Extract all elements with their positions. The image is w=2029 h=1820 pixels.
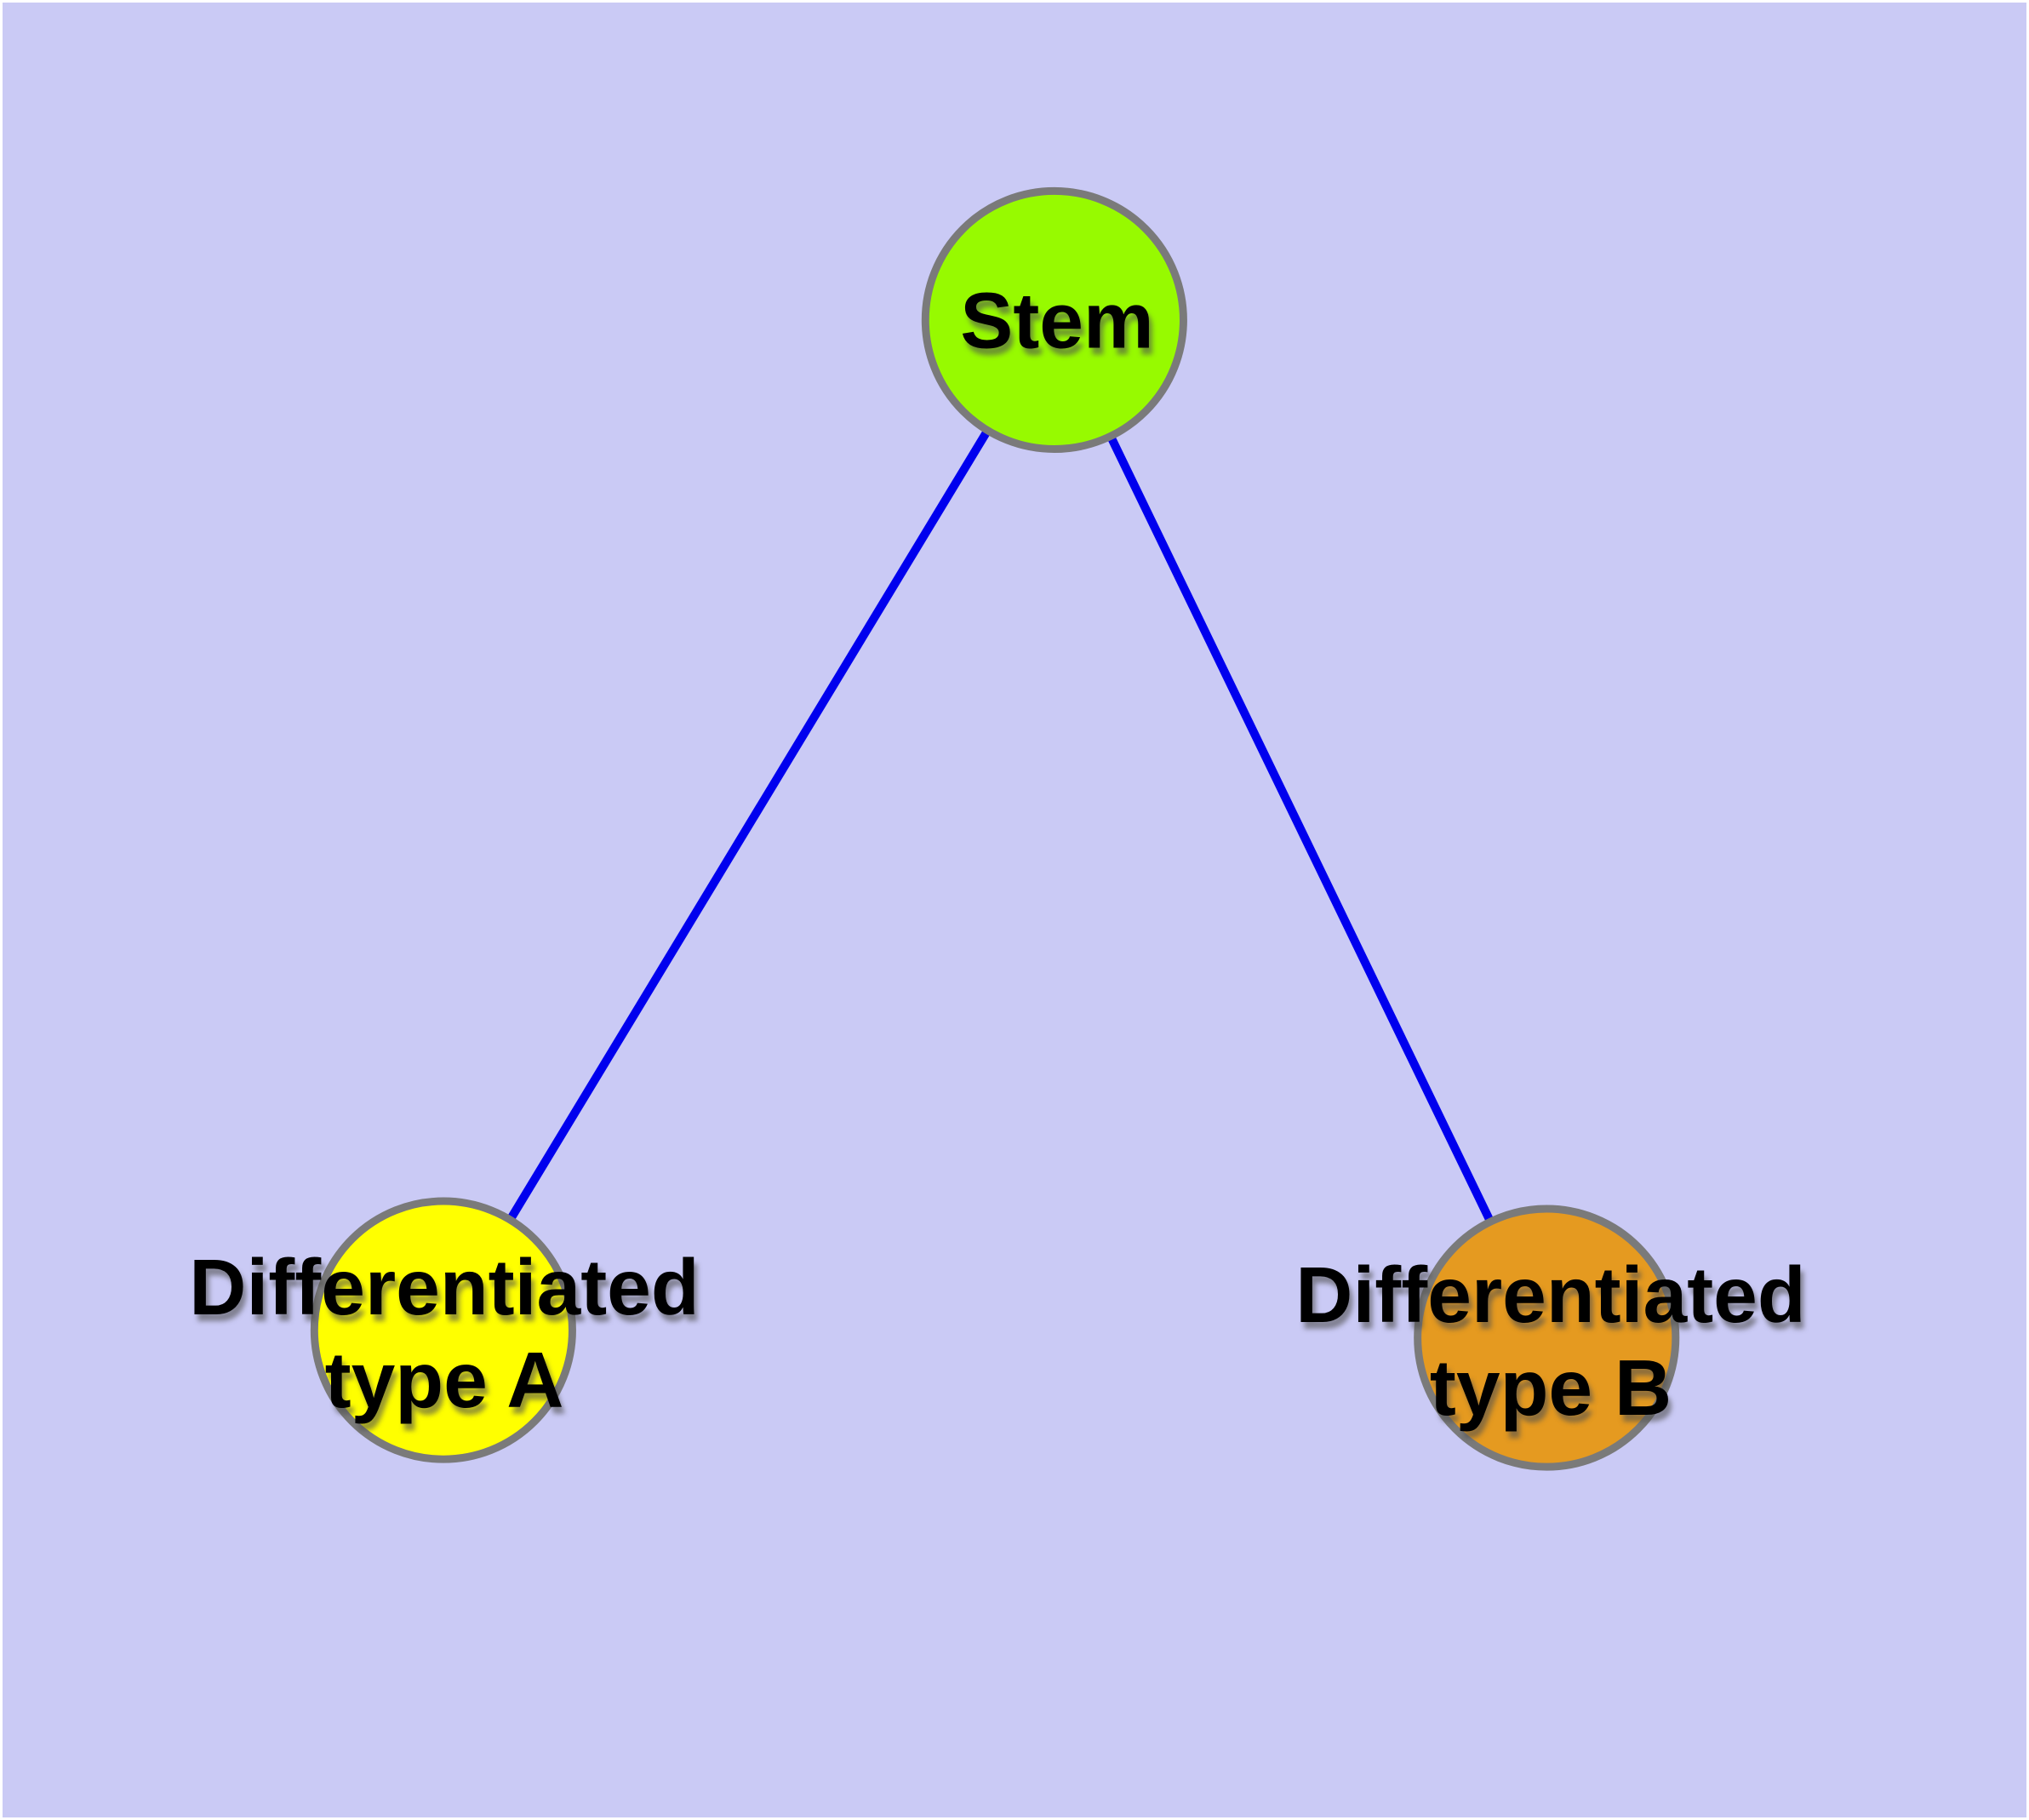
- edge-stem-to-type-b: [1050, 318, 1551, 1340]
- graph-svg-layer: [310, 186, 1680, 1471]
- node-circle-differentiated-type-a: [310, 1197, 576, 1463]
- edge-stem-to-type-a: [439, 318, 1059, 1333]
- node-circle-differentiated-type-b: [1414, 1205, 1680, 1471]
- node-circle-stem: [921, 186, 1187, 454]
